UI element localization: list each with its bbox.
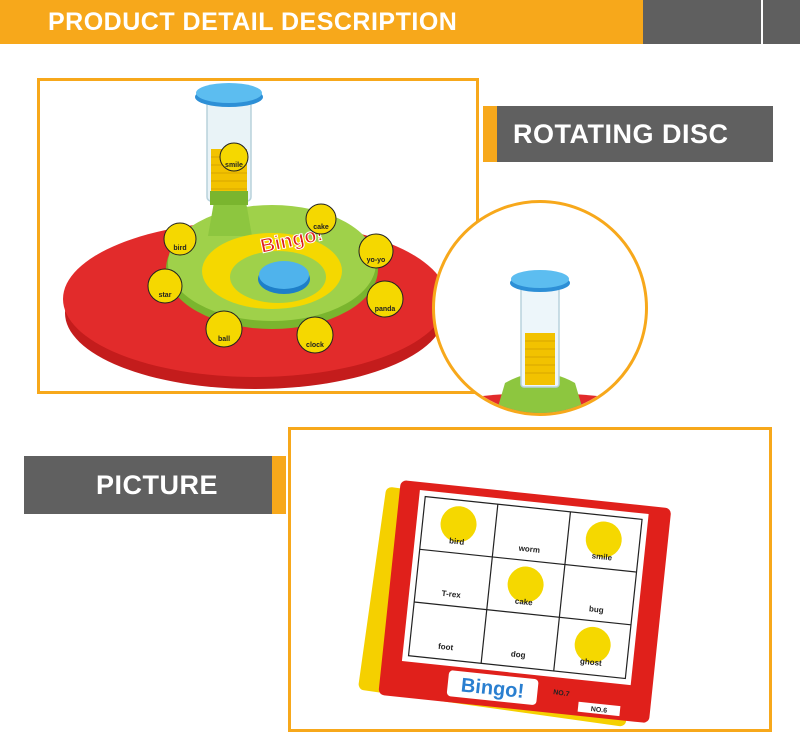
svg-text:yo-yo: yo-yo — [367, 257, 386, 264]
rotating-disc-label: ROTATING DISC — [483, 106, 773, 162]
label-body: PICTURE — [24, 456, 272, 514]
disc-token: clock — [296, 316, 334, 354]
card-cell-label: ghost — [580, 657, 603, 668]
card-cell-label: smile — [591, 551, 613, 562]
disc-token: smile — [219, 142, 249, 172]
disc-token: ball — [205, 310, 243, 348]
label-accent-stripe — [272, 456, 286, 514]
svg-text:cake: cake — [313, 224, 329, 231]
picture-label: PICTURE — [24, 456, 286, 514]
rotating-disc-illustration: Bingo! smile cake bird yo-yo star panda — [63, 83, 447, 389]
disc-token: bird — [163, 222, 197, 256]
back-card-number: NO.7 — [553, 689, 570, 698]
svg-text:bird: bird — [173, 245, 186, 252]
card-cell-label: dog — [510, 649, 526, 659]
disc-token: yo-yo — [358, 233, 394, 269]
card-number: NO.6 — [590, 706, 607, 715]
svg-text:smile: smile — [225, 162, 243, 169]
bingo-card-illustration: bird worm smile T-rex cake bug foot dog … — [358, 480, 671, 727]
card-cell-label: worm — [517, 544, 540, 555]
header-bar: PRODUCT DETAIL DESCRIPTION — [0, 0, 800, 44]
label-accent-stripe — [483, 106, 497, 162]
header-gray-block — [643, 0, 761, 44]
disc-token: panda — [366, 280, 404, 318]
svg-text:ball: ball — [218, 336, 230, 343]
rotating-disc-image-frame: Bingo! smile cake bird yo-yo star panda — [37, 78, 479, 394]
header-gray-block-small — [763, 0, 800, 44]
bingo-card-image-frame: bird worm smile T-rex cake bug foot dog … — [288, 427, 772, 732]
disc-token: cake — [305, 203, 337, 235]
card-cell-label: bug — [589, 604, 605, 614]
svg-text:panda: panda — [375, 306, 396, 313]
rotating-disc-label-text: ROTATING DISC — [513, 118, 729, 149]
label-body: ROTATING DISC — [497, 106, 773, 162]
card-cell-label: bird — [449, 536, 465, 547]
card-cell-label: foot — [438, 642, 454, 653]
card-cell-label: T-rex — [441, 589, 462, 600]
svg-text:clock: clock — [306, 342, 324, 349]
picture-label-text: PICTURE — [96, 469, 219, 500]
header-orange-band: PRODUCT DETAIL DESCRIPTION — [0, 0, 643, 44]
card-cell-label: cake — [514, 597, 533, 608]
disc-token: star — [147, 268, 183, 304]
tube-zoom-detail — [432, 200, 648, 416]
tube-zoom-illustration — [435, 270, 645, 413]
page-title: PRODUCT DETAIL DESCRIPTION — [48, 7, 458, 36]
svg-text:star: star — [159, 292, 172, 299]
